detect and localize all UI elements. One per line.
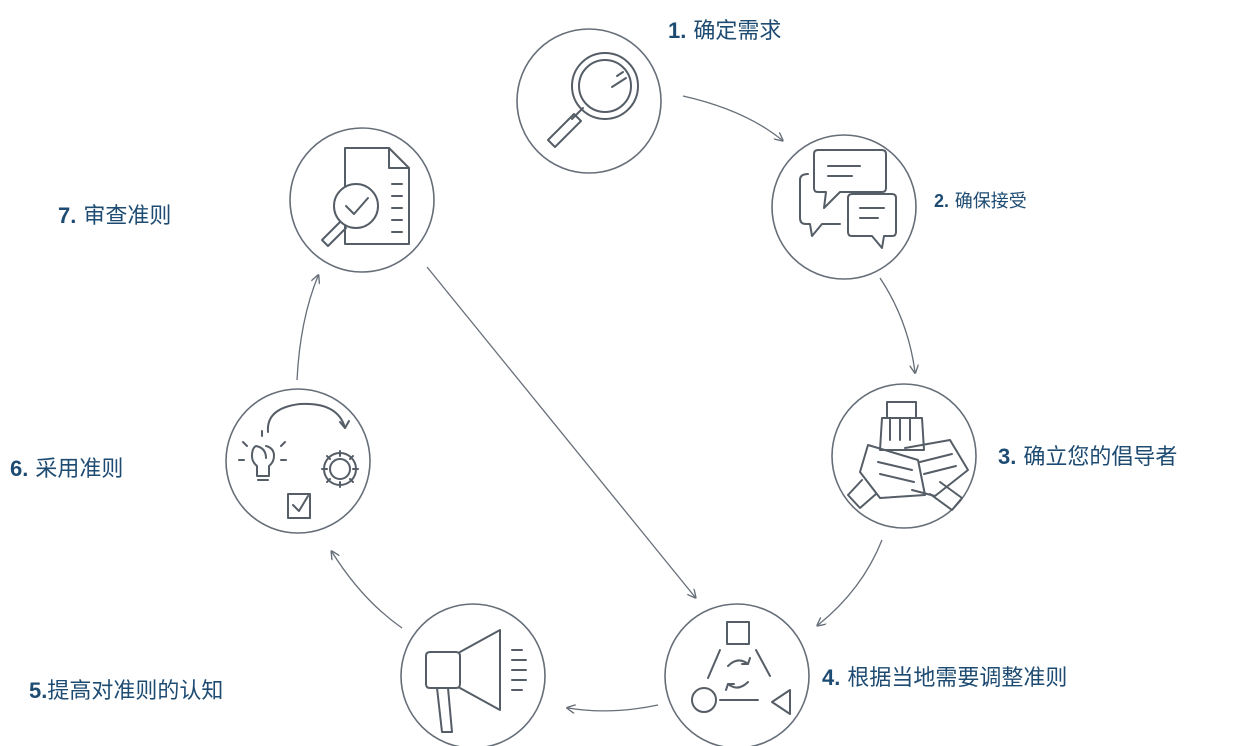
step-1-circle — [516, 28, 662, 174]
step-6-text: 采用准则 — [35, 457, 124, 482]
step-7-text: 审查准则 — [83, 204, 172, 229]
step-6-circle — [225, 388, 371, 534]
step-5-text: 提高对准则的认知 — [47, 679, 224, 704]
arrow-5-to-6 — [332, 552, 403, 629]
step-5-number: 5. — [29, 678, 48, 703]
step-5-circle — [400, 603, 546, 746]
arrow-2-to-3 — [879, 277, 915, 372]
step-2-text: 确保接受 — [954, 191, 1027, 212]
arrow-4-to-5 — [568, 705, 659, 711]
step-7-label: 7. 审查准则 — [58, 205, 171, 228]
magnifier-icon — [547, 52, 639, 148]
step-4-number: 4. — [822, 665, 841, 690]
arrow-3-to-4 — [818, 539, 883, 625]
arrow-6-to-7 — [296, 276, 318, 381]
stacked-hands-icon — [847, 401, 969, 511]
megaphone-icon — [425, 629, 527, 733]
step-6-number: 6. — [10, 456, 29, 481]
step-1-text: 确定需求 — [693, 19, 782, 44]
idea-to-gear-icon — [238, 402, 359, 519]
document-check-icon — [321, 147, 410, 247]
step-6-label: 6. 采用准则 — [10, 458, 123, 481]
shapes-cycle-icon — [691, 621, 791, 715]
speech-bubbles-icon — [799, 149, 897, 249]
step-4-circle — [664, 603, 810, 746]
step-3-number: 3. — [998, 444, 1017, 469]
step-5-label: 5.提高对准则的认知 — [29, 680, 223, 703]
arrow-7-to-4 — [426, 266, 695, 597]
step-4-label: 4. 根据当地需要调整准则 — [822, 667, 1067, 690]
step-2-number: 2. — [934, 191, 950, 211]
step-3-label: 3. 确立您的倡导者 — [998, 446, 1177, 469]
step-4-text: 根据当地需要调整准则 — [847, 666, 1068, 691]
step-2-label: 2. 确保接受 — [934, 192, 1027, 211]
step-3-text: 确立您的倡导者 — [1023, 445, 1178, 470]
step-2-circle — [771, 134, 917, 280]
step-1-label: 1. 确定需求 — [668, 20, 781, 43]
arrow-1-to-2 — [682, 95, 782, 140]
step-1-number: 1. — [668, 18, 687, 43]
step-7-number: 7. — [58, 203, 77, 228]
